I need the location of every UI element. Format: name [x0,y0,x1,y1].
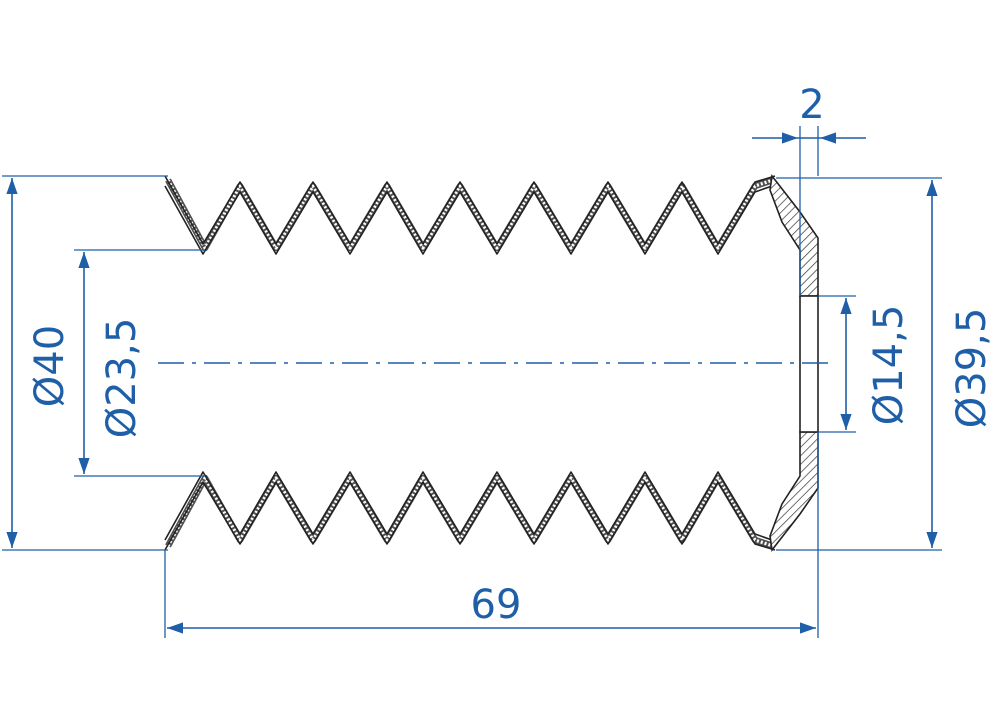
end-wall-thickness-label: 2 [799,82,824,128]
end-cap-hole [799,295,819,433]
inner-diameter-left-label: Ø23,5 [99,318,145,439]
dimension-end-hole-diameter: Ø14,5 [818,295,912,433]
bellows-top-wall [164,175,776,255]
overall-length-label: 69 [471,582,522,628]
dimension-inner-diameter-left: Ø23,5 [74,249,205,477]
dimension-outer-diameter-right: Ø39,5 [776,177,995,551]
dimension-outer-diameter-left: Ø40 [2,175,168,551]
outer-diameter-right-label: Ø39,5 [949,308,995,429]
bellows-end-cap [769,174,819,552]
dimension-end-wall-thickness: 2 [752,82,866,296]
end-hole-diameter-label: Ø14,5 [866,305,912,426]
outer-diameter-left-label: Ø40 [27,325,73,407]
bellows-bottom-wall [164,471,776,551]
dimension-overall-length: 69 [164,432,819,638]
